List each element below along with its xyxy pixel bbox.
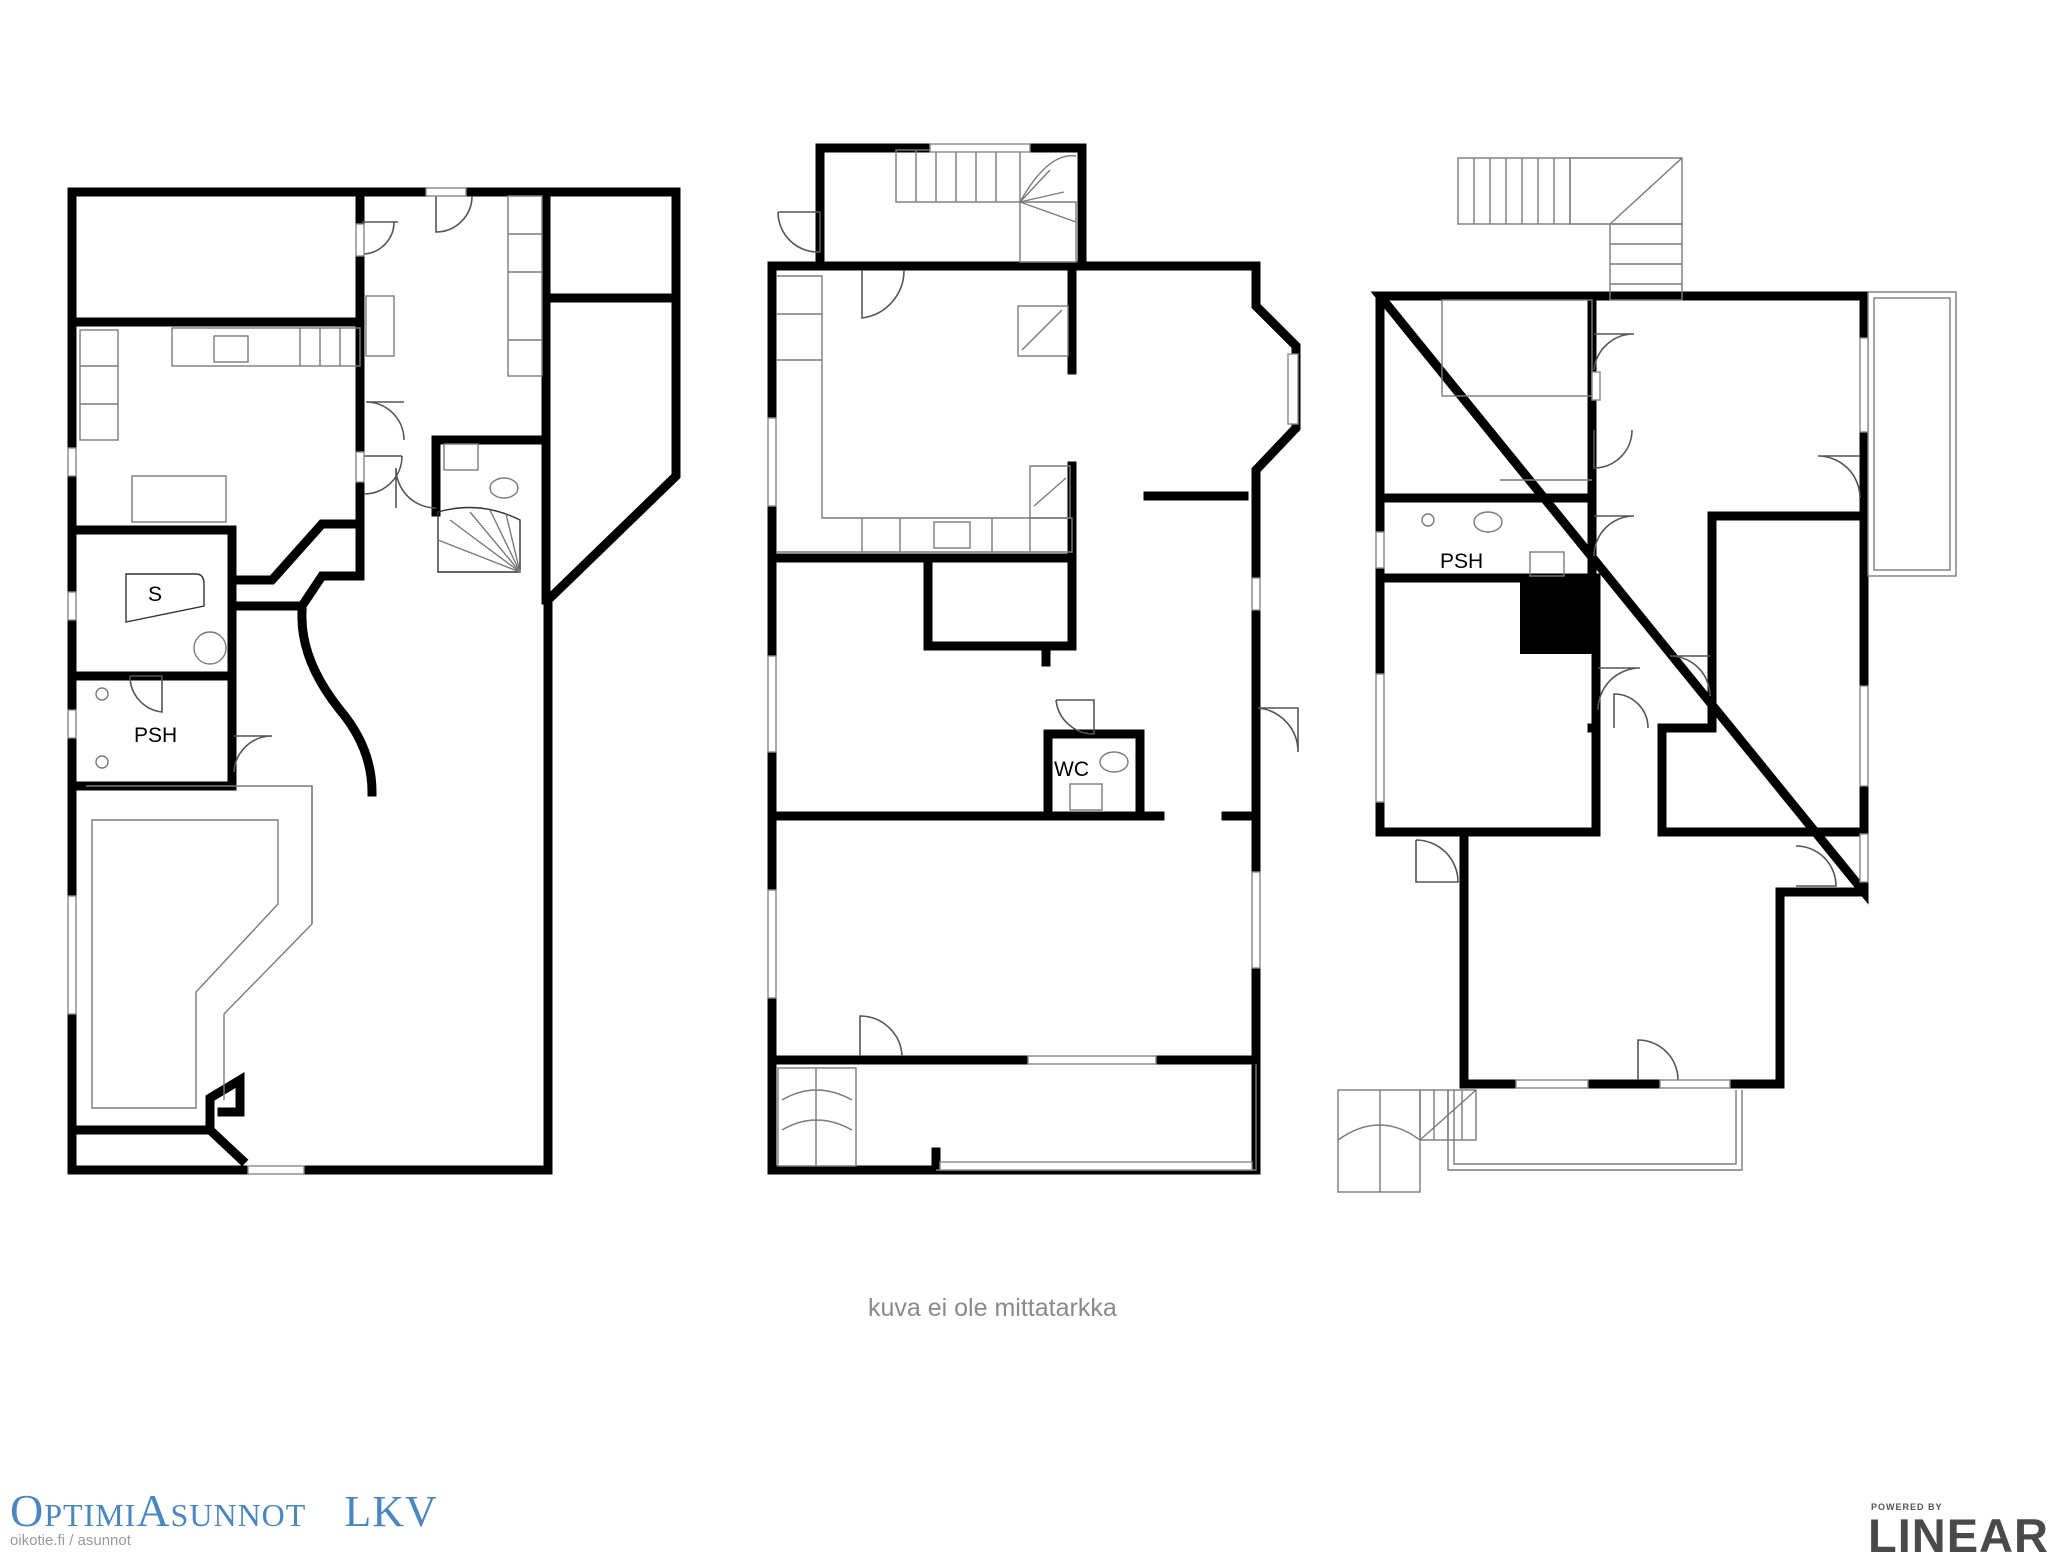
watermark-text: oikotie.fi / asunnot [10, 1532, 131, 1549]
room-label-bath-right: PSH [1440, 550, 1483, 573]
floor-plan-middle: WC [767, 143, 1301, 1175]
agency-logo: OptimiAsunnot LKV [10, 1484, 438, 1537]
floor-plan-left: S PSH [67, 187, 681, 1175]
agency-suffix: LKV [344, 1487, 438, 1536]
room-label-sauna: S [148, 583, 162, 606]
agency-name: OptimiAsunnot [10, 1485, 307, 1536]
linear-logo: LINEAR [1868, 1509, 2048, 1562]
scale-disclaimer: kuva ei ole mittatarkka [868, 1294, 1117, 1322]
floor-plan-right: PSH [1337, 157, 1957, 1193]
room-label-bath-left: PSH [134, 724, 177, 747]
powered-by-label: POWERED BY [1871, 1502, 1943, 1512]
room-label-wc: WC [1054, 758, 1089, 781]
